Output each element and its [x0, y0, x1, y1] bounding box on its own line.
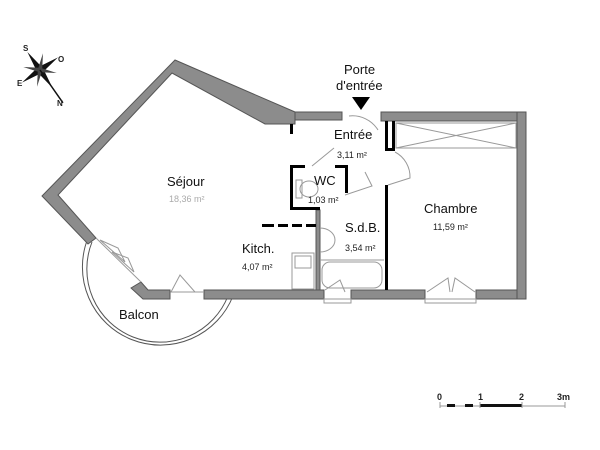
- room-balcon-name: Balcon: [119, 307, 159, 322]
- room-entree-name: Entrée: [334, 127, 373, 142]
- wardrobe: [395, 122, 517, 149]
- scale-tick-1: 1: [478, 392, 484, 402]
- compass-o-label: O: [58, 55, 65, 64]
- room-sdb-name: S.d.B.: [345, 220, 381, 235]
- room-sdb-area: 3,54 m²: [345, 243, 376, 253]
- compass-e-label: E: [17, 79, 23, 88]
- entrance-label-line1: Porte: [344, 62, 376, 77]
- room-kitchen-name: Kitch.: [242, 241, 275, 256]
- room-chambre-name: Chambre: [424, 201, 478, 216]
- compass-rose-icon: [21, 51, 64, 104]
- room-sejour-area: 18,36 m²: [169, 194, 205, 204]
- scale-tick-3m: 3m: [557, 392, 571, 402]
- entrance-label-line2: d'entrée: [336, 78, 383, 93]
- arrow-down-icon: [352, 97, 370, 110]
- door-swings: [95, 115, 477, 304]
- interior-partitions: [262, 121, 395, 290]
- room-entree-area: 3,11 m²: [337, 150, 367, 160]
- room-sejour-name: Séjour: [167, 174, 205, 189]
- scale-tick-2: 2: [519, 392, 525, 402]
- room-wc-area: 1,03 m²: [308, 195, 339, 205]
- balcony-railing: [81, 237, 234, 346]
- sejour-walls: [41, 59, 527, 300]
- room-kitchen-area: 4,07 m²: [242, 262, 273, 272]
- scale-bar: [439, 402, 566, 408]
- compass-n-label: N: [57, 99, 63, 108]
- room-chambre-area: 11,59 m²: [433, 222, 468, 232]
- fixtures: [291, 179, 384, 290]
- room-wc-name: WC: [314, 173, 336, 188]
- scale-tick-0: 0: [437, 392, 443, 402]
- compass-s-label: S: [23, 44, 29, 53]
